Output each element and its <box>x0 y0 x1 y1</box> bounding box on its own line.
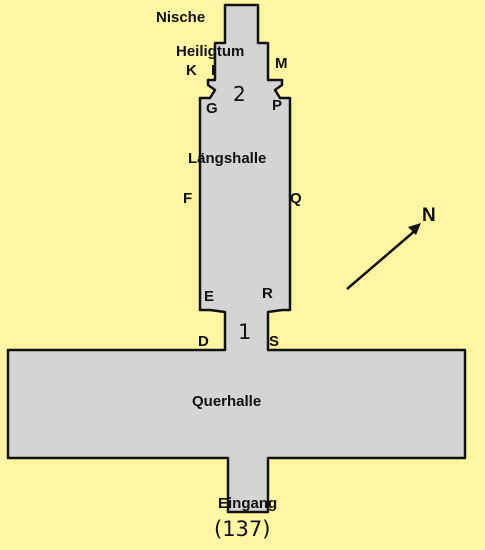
label-plan-number: (137) <box>214 517 270 541</box>
label-point-R: R <box>262 285 273 302</box>
label-point-E: E <box>204 288 214 305</box>
label-heiligtum: Heiligtum <box>176 43 244 60</box>
label-nische: Nische <box>156 9 205 26</box>
label-point-F: F <box>183 190 192 207</box>
label-eingang: Eingang <box>218 495 277 512</box>
label-point-S: S <box>269 333 279 350</box>
label-point-D: D <box>198 333 209 350</box>
label-point-M: M <box>275 55 288 72</box>
label-room-2: 2 <box>233 82 246 106</box>
label-point-G: G <box>206 100 218 117</box>
label-querhalle: Querhalle <box>192 393 261 410</box>
label-point-Q: Q <box>290 190 302 207</box>
label-point-I: I <box>211 62 215 79</box>
north-arrow-head <box>408 223 421 235</box>
label-point-K: K <box>186 62 197 79</box>
label-room-1: 1 <box>238 320 251 344</box>
north-label: N <box>422 205 436 226</box>
label-laengshalle: Längshalle <box>188 150 266 167</box>
label-point-P: P <box>272 97 282 114</box>
north-arrow-line <box>346 228 418 290</box>
floor-plan-outline <box>6 3 467 514</box>
